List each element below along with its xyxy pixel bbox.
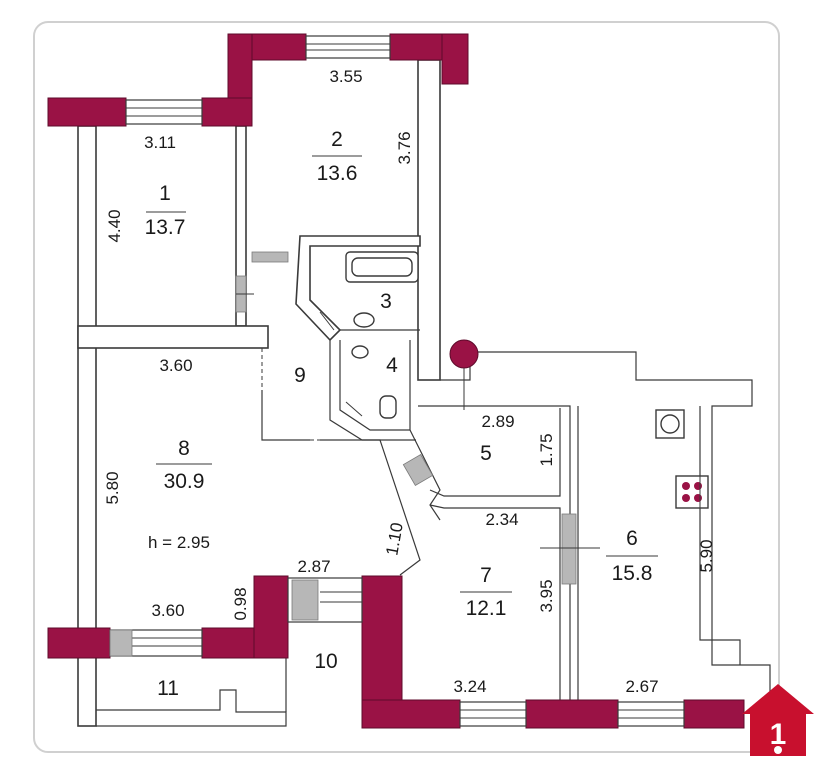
window — [125, 99, 203, 125]
wall-room2-right — [417, 59, 441, 381]
room-labels: 1 13.7 2 13.6 3 4 5 6 15.8 7 12.1 8 30.9… — [145, 128, 658, 700]
plan-frame — [33, 21, 780, 753]
dimension: 2.89 — [481, 412, 514, 431]
window — [459, 701, 527, 727]
room-number: 4 — [386, 354, 398, 377]
room-number: 11 — [157, 677, 179, 700]
room9-dash — [261, 348, 330, 441]
stove-icon — [675, 475, 709, 509]
room9-wall — [261, 390, 310, 441]
room-area: 13.6 — [317, 162, 358, 185]
dimension: 5.90 — [697, 539, 716, 572]
ext-wall — [201, 97, 253, 127]
pin-marker — [449, 339, 479, 369]
room-number: 9 — [294, 364, 306, 387]
wall-room1-bottom — [77, 325, 269, 349]
window — [617, 701, 685, 727]
dimension: 3.55 — [329, 67, 362, 86]
dimension: 3.95 — [537, 579, 556, 612]
ext-wall — [47, 97, 127, 127]
door — [402, 454, 434, 486]
ext-wall — [525, 699, 619, 729]
dimension-labels: 3.55 3.11 3.76 4.40 3.60 5.80 2.89 1.75 … — [103, 67, 716, 696]
logo-digit: 1 — [770, 718, 787, 751]
dimension: 1.75 — [537, 433, 556, 466]
washer-drum — [660, 414, 680, 434]
house-key-icon: 1 — [742, 684, 814, 756]
sink-icon — [353, 312, 375, 328]
toilet-icon — [379, 395, 397, 419]
dimension: 1.10 — [382, 521, 406, 557]
room-number: 5 — [480, 442, 492, 465]
wall-wc-outer — [329, 340, 416, 441]
wall-room6-right — [699, 406, 741, 665]
ext-wall — [47, 627, 111, 659]
ext-wall — [361, 699, 461, 729]
walls — [77, 59, 771, 727]
dimension: 3.11 — [144, 133, 176, 152]
room-area: 30.9 — [164, 470, 205, 493]
wall-room5-6 — [418, 405, 571, 700]
wall-room8-right — [320, 439, 421, 576]
dimension: 5.80 — [103, 471, 122, 504]
window — [305, 35, 391, 59]
door-swing — [345, 401, 363, 417]
dimension: 3.60 — [151, 601, 184, 620]
bathtub-inner — [351, 257, 413, 277]
door-swing — [319, 311, 335, 331]
wall-diagonal — [409, 429, 441, 521]
room-area: 13.7 — [145, 216, 186, 239]
burner — [694, 494, 702, 502]
ext-wall — [253, 575, 289, 659]
door — [291, 579, 319, 621]
wall-room7-top — [429, 504, 561, 700]
room-number: 1 — [159, 182, 171, 205]
wall-wc — [339, 340, 411, 431]
sink-icon — [351, 345, 369, 359]
ext-wall — [441, 33, 469, 85]
burner — [682, 482, 690, 490]
door — [251, 251, 289, 263]
door — [109, 629, 133, 657]
doors — [109, 251, 600, 657]
fixtures — [345, 251, 709, 520]
dimension: 3.76 — [395, 131, 414, 164]
room-number: 7 — [480, 564, 492, 587]
ext-wall — [683, 699, 745, 729]
wall-bottom-left — [96, 689, 287, 727]
dimension: 0.98 — [231, 587, 250, 620]
dimension: 2.34 — [485, 510, 518, 529]
room-number: 3 — [380, 290, 392, 313]
dimension: 4.40 — [105, 209, 124, 242]
wall-room5-bottom — [429, 408, 561, 497]
room-number: 2 — [331, 128, 343, 151]
room-number: 6 — [626, 527, 638, 550]
room-area: 15.8 — [612, 562, 653, 585]
burner — [694, 482, 702, 490]
dimension: 2.67 — [625, 677, 658, 696]
wall-bath — [295, 235, 421, 342]
dimension: 2.87 — [297, 557, 330, 576]
ceiling-height: h = 2.95 — [148, 533, 210, 552]
burner — [682, 494, 690, 502]
room-area: 12.1 — [466, 597, 507, 620]
dimension: 3.60 — [159, 356, 192, 375]
door — [561, 513, 577, 585]
room-number: 8 — [178, 437, 190, 460]
dimension: 3.24 — [453, 677, 486, 696]
room-number: 10 — [314, 650, 337, 673]
